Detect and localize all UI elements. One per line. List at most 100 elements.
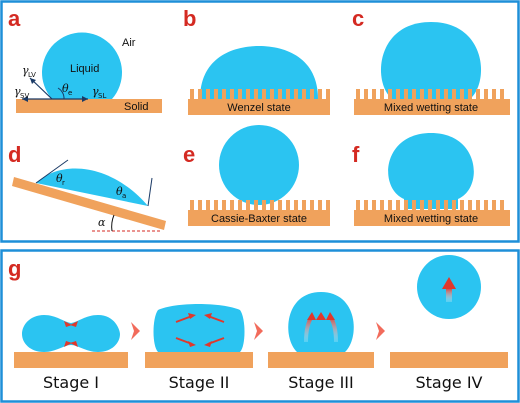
substrate-pillar [246,89,250,99]
gamma-lv-subscript: LV [28,71,36,79]
textured-substrate [188,200,330,226]
panel-label-g: g [8,256,21,281]
panel-f: f Mixed wetting state [352,133,510,226]
substrate-pillar [396,89,400,99]
substrate-pillar [452,89,456,99]
substrate-pillar [326,200,330,210]
substrate-pillar [404,200,408,210]
sliding-droplet [36,168,148,206]
panel-b: b Wenzel state [183,6,330,115]
substrate-pillar [484,200,488,210]
stage-3-substrate [268,352,374,368]
substrate-pillar [326,89,330,99]
stage-1-flow-arrows [64,321,78,347]
substrate-pillar [476,200,480,210]
bottom-panel-frame [0,249,520,403]
advancing-tangent [147,177,153,207]
panel-c: c Mixed wetting state [352,6,510,115]
substrate-base [188,210,330,226]
stage-4-rising-arrow [442,277,456,302]
alpha-symbol: α [98,216,106,229]
substrate-pillar [206,89,210,99]
substrate-pillar [286,89,290,99]
gamma-lv-arrowhead [30,78,36,84]
theta-e-symbol: θ [62,82,69,95]
substrate-pillar [452,200,456,210]
substrate-pillar [318,200,322,210]
mixed-wetting-droplet [380,22,482,99]
substrate-pillar [428,200,432,210]
theta-r-subscript: r [62,179,65,187]
substrate-pillar [262,200,266,210]
textured-substrate [188,89,330,115]
theta-a-symbol: θ [116,185,123,198]
mixed-caption-c: Mixed wetting state [384,102,478,114]
stage-2-flow-arrows [175,313,225,347]
substrate-pillar [190,200,194,210]
panel-label-d: d [8,142,21,167]
substrate-pillar [238,200,242,210]
substrate-pillar [388,200,392,210]
substrate-pillar [444,89,448,99]
substrate-pillar [436,89,440,99]
stage-2-substrate [145,352,253,368]
substrate-pillar [428,89,432,99]
panel-a: a Air Liquid Solid γ LV γ SV γ SL θ e [8,6,162,113]
stage-1-label: Stage I [43,373,99,392]
panel-label-c: c [352,6,364,31]
stage-2-label: Stage II [169,373,230,392]
substrate-pillar [262,89,266,99]
substrate-pillar [198,89,202,99]
stage-1-droplet [22,315,120,352]
substrate-pillar [356,89,360,99]
cassie-caption: Cassie-Baxter state [211,213,307,225]
gamma-sl-subscript: SL [98,92,106,100]
substrate-pillar [230,200,234,210]
textured-substrate [354,89,510,115]
substrate-pillar [278,200,282,210]
substrate-pillar [500,89,504,99]
panel-e: e Cassie-Baxter state [183,125,330,226]
stage-1-substrate [14,352,128,368]
substrate-pillar [270,200,274,210]
substrate-pillar [396,200,400,210]
substrate-base [188,99,330,115]
substrate-pillar [198,200,202,210]
wenzel-caption: Wenzel state [227,102,290,114]
stage-4-substrate [390,352,508,368]
panel-d: d θ r θ a α [8,142,166,232]
substrate-pillar [372,200,376,210]
substrate-pillar [222,200,226,210]
panel-label-f: f [352,142,360,167]
substrate-pillar [420,200,424,210]
substrate-pillar [492,200,496,210]
theta-a-subscript: a [122,192,126,200]
substrate-pillar [302,200,306,210]
substrate-pillar [412,89,416,99]
wenzel-droplet [200,46,318,99]
panel-label-e: e [183,142,195,167]
top-panel-frame [0,0,520,243]
textured-substrate [354,200,510,226]
gamma-sv-symbol: γ [14,85,21,98]
mixed-wetting-droplet [388,133,474,209]
substrate-pillar [476,89,480,99]
substrate-pillar [380,89,384,99]
substrate-pillar [230,89,234,99]
substrate-pillar [238,89,242,99]
stage-4-label: Stage IV [416,373,483,392]
substrate-pillar [254,89,258,99]
substrate-pillar [468,200,472,210]
cassie-baxter-droplet [219,125,299,205]
mixed-caption-f: Mixed wetting state [384,213,478,225]
substrate-pillar [364,200,368,210]
panel-g: g [8,255,508,392]
substrate-pillar [388,89,392,99]
substrate-pillar [278,89,282,99]
substrate-pillar [302,89,306,99]
substrate-pillar [270,89,274,99]
chevron-right-icon [131,322,140,340]
gamma-sv-subscript: SV [20,92,29,100]
substrate-pillar [372,89,376,99]
substrate-pillar [246,200,250,210]
